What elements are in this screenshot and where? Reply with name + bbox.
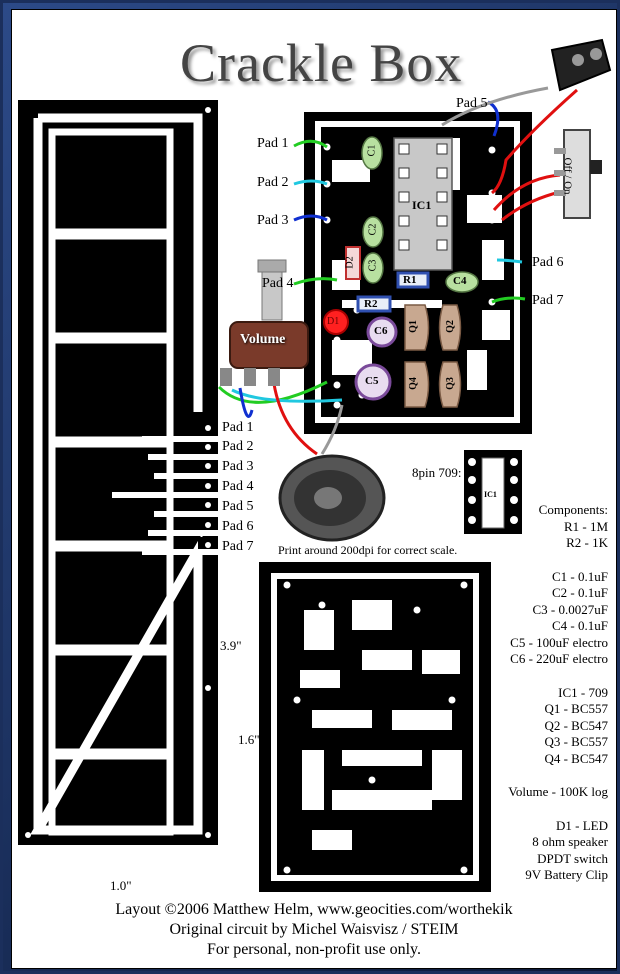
pad-1-label: Pad 1 <box>222 420 254 435</box>
d1-label: D1 <box>327 316 340 327</box>
switch-label: Off / On <box>561 157 574 195</box>
c2-label: C2 <box>367 223 379 236</box>
c1-label: C1 <box>366 144 378 157</box>
battery-clip <box>550 38 612 92</box>
pad-4-label-top: Pad 4 <box>262 276 294 291</box>
q3-label: Q3 <box>444 377 456 390</box>
volume-label: Volume <box>240 332 286 347</box>
ic1-pinout-diagram <box>464 450 522 534</box>
credit-license: For personal, non-profit use only. <box>206 941 422 958</box>
ic1-chip <box>393 137 453 271</box>
c4-label: C4 <box>453 275 467 287</box>
pad-5-label-top: Pad 5 <box>456 96 488 111</box>
r1-label: R1 <box>403 274 417 286</box>
schematic-sheet: Crackle Box Pad 5 Pad 1 Pad 2 Pad 3 Pad … <box>11 9 617 969</box>
component-item: C3 - 0.0027uF <box>532 601 608 617</box>
touch-pad-board <box>18 100 218 845</box>
c2-capacitor <box>362 216 384 248</box>
c3-capacitor <box>362 252 384 284</box>
pad-4-label: Pad 4 <box>222 479 254 494</box>
r1-resistor <box>396 271 430 289</box>
pad-1-label-top: Pad 1 <box>257 136 289 151</box>
c5-capacitor <box>354 363 392 401</box>
q2-transistor <box>438 304 462 351</box>
pad-3-label: Pad 3 <box>222 459 254 474</box>
credit-layout: Layout ©2006 Matthew Helm, www.geocities… <box>115 901 513 918</box>
ic1-small-label: IC1 <box>484 490 497 499</box>
credits-footer: Layout ©2006 Matthew Helm, www.geocities… <box>12 900 616 960</box>
c1-capacitor <box>361 136 383 170</box>
c3-label: C3 <box>367 259 379 272</box>
q1-transistor <box>404 304 430 351</box>
page-title: Crackle Box <box>180 33 463 93</box>
pad-3-label-top: Pad 3 <box>257 213 289 228</box>
component-item: Volume - 100K log <box>508 784 608 799</box>
component-item: R2 - 1K <box>566 535 608 550</box>
c6-capacitor <box>366 316 398 348</box>
component-item: C6 - 220uF electro <box>510 651 608 666</box>
pad-2-label: Pad 2 <box>222 439 254 454</box>
q3-transistor <box>438 361 462 408</box>
dimension-height-large: 3.9" <box>220 638 242 653</box>
component-item: Q4 - BC547 <box>544 750 608 766</box>
component-item: C1 - 0.1uF <box>552 568 608 584</box>
pad-6-label: Pad 6 <box>222 519 254 534</box>
ic1-label: IC1 <box>412 198 432 212</box>
pad-7-label-top: Pad 7 <box>532 293 564 308</box>
component-item: C2 - 0.1uF <box>552 585 608 600</box>
dimension-width-right: 1.1" <box>354 878 376 893</box>
pad-2-label-top: Pad 2 <box>257 175 289 190</box>
component-item: IC1 - 709 <box>558 684 608 700</box>
dimension-width-left: 1.0" <box>110 878 132 893</box>
component-item: Q1 - BC557 <box>544 701 608 716</box>
d1-led <box>323 309 349 335</box>
speaker <box>278 454 386 542</box>
chip-pinout-label: 8pin 709: <box>412 465 462 480</box>
component-item: Q2 - BC547 <box>544 717 608 733</box>
c4-capacitor <box>445 271 479 293</box>
components-title: Components: <box>538 502 608 517</box>
q2-label: Q2 <box>444 320 456 333</box>
pad-7-label: Pad 7 <box>222 539 254 554</box>
c6-label: C6 <box>374 325 388 337</box>
dpdt-switch <box>554 129 602 219</box>
credit-circuit: Original circuit by Michel Waisvisz / ST… <box>169 921 459 938</box>
c5-label: C5 <box>365 375 379 387</box>
volume-potentiometer <box>220 259 309 386</box>
component-item: R1 - 1M <box>563 518 608 534</box>
component-item: Q3 - BC557 <box>544 734 608 749</box>
component-item: 8 ohm speaker <box>532 834 608 849</box>
r2-label: R2 <box>364 298 378 310</box>
r2-resistor <box>356 295 392 313</box>
q1-label: Q1 <box>407 320 419 333</box>
pcb-artwork <box>18 38 612 892</box>
pcb-copper-layout <box>259 562 491 892</box>
component-item: C5 - 100uF electro <box>510 634 608 650</box>
d2-label: D2 <box>344 256 356 269</box>
print-note: Print around 200dpi for correct scale. <box>278 543 458 557</box>
pad-6-label-top: Pad 6 <box>532 255 564 270</box>
q4-transistor <box>404 361 430 408</box>
components-list: Components: R1 - 1M R2 - 1K C1 - 0.1uF C… <box>508 502 608 884</box>
component-item: DPDT switch <box>537 850 608 866</box>
pad-5-label: Pad 5 <box>222 499 254 514</box>
q4-label: Q4 <box>407 377 419 390</box>
component-item: C4 - 0.1uF <box>552 618 608 633</box>
dimension-height-small: 1.6" <box>238 732 260 747</box>
component-item: D1 - LED <box>556 817 608 833</box>
component-item: 9V Battery Clip <box>525 867 608 882</box>
d2-diode <box>345 246 361 280</box>
